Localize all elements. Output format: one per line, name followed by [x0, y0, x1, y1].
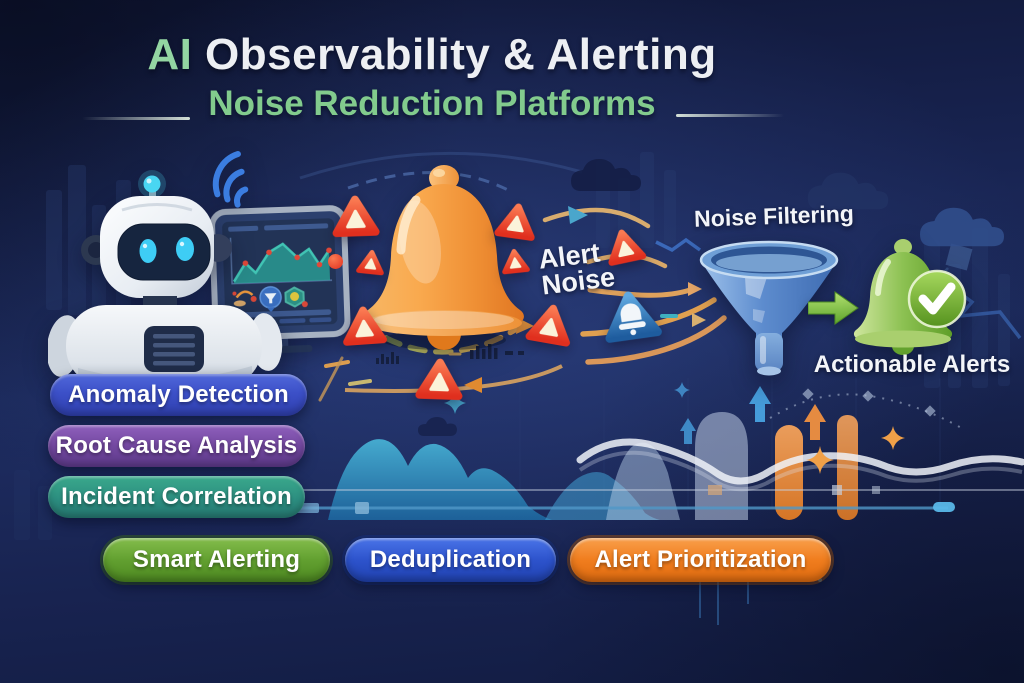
title-dash-left: [82, 117, 190, 120]
page-subtitle: Noise Reduction Platforms: [208, 84, 656, 123]
title-rest: Observability & Alerting: [192, 30, 717, 79]
filter-funnel-icon: [699, 240, 839, 376]
flow-arrow-icon: [808, 291, 859, 325]
title-accent: AI: [147, 30, 193, 79]
warning-triangle-icon: [415, 356, 464, 402]
feature-pill-deduplication: Deduplication: [345, 538, 556, 582]
page-title: AI Observability & Alerting: [0, 30, 864, 80]
bottom-analytics-decoration: [230, 378, 1024, 625]
checkmark-badge-icon: [907, 269, 967, 329]
title-dash-right: [676, 114, 784, 117]
robot-mascot-icon: [48, 151, 283, 385]
capability-pill-anomaly-detection: Anomaly Detection: [50, 374, 307, 416]
pill-label: Incident Correlation: [61, 483, 292, 510]
robot-visor: [117, 223, 211, 281]
device-alert-icon: [605, 291, 662, 343]
warning-triangle-icon: [331, 193, 380, 239]
pill-label: Smart Alerting: [132, 546, 301, 573]
warning-triangle-icon: [341, 304, 388, 348]
warning-triangle-icon: [356, 248, 387, 277]
alert-bell-icon: [364, 165, 524, 350]
warning-triangle-icon: [500, 247, 531, 276]
cloud-icon: [920, 207, 1004, 247]
cloud-icon: [571, 159, 641, 191]
warning-triangle-icon: [494, 199, 540, 242]
alert-dot: [328, 254, 343, 269]
pill-label: Alert Prioritization: [594, 546, 807, 573]
robot-eye: [176, 237, 194, 261]
capability-pill-root-cause-analysis: Root Cause Analysis: [48, 425, 305, 467]
wifi-signal-icon: [212, 151, 249, 208]
capability-pill-incident-correlation: Incident Correlation: [48, 476, 305, 518]
actionable-alerts-label: Actionable Alerts: [813, 351, 1011, 378]
dashboard-monitor-icon: [209, 205, 351, 354]
feature-pill-alert-prioritization: Alert Prioritization: [570, 538, 831, 582]
header: AI Observability & Alerting Noise Reduct…: [0, 30, 864, 124]
cloud-icon: [807, 172, 889, 210]
robot-eye: [139, 239, 157, 263]
pill-label: Anomaly Detection: [68, 381, 289, 408]
warning-triangle-icon: [525, 299, 577, 348]
pill-label: Deduplication: [369, 546, 532, 573]
pill-label: Root Cause Analysis: [55, 432, 298, 459]
success-bell-icon: [853, 239, 967, 355]
feature-pill-smart-alerting: Smart Alerting: [103, 538, 330, 582]
